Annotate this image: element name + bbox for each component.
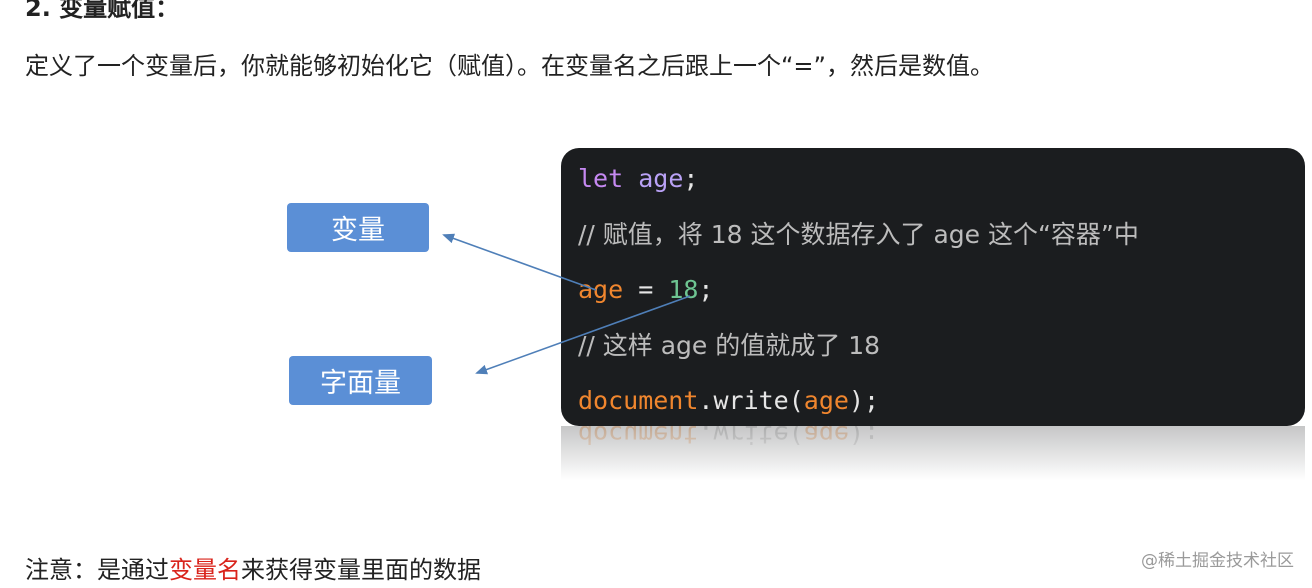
- code-line-2-comment: // 赋值，将 18 这个数据存入了 age 这个“容器”中: [578, 220, 1139, 249]
- assign-variable-age: age: [578, 275, 624, 304]
- reflection-fade: [561, 426, 1305, 504]
- note-prefix: 注意：是通过: [25, 556, 169, 584]
- document-object: document: [578, 386, 699, 415]
- close-paren: );: [848, 386, 880, 415]
- variable-age: age: [638, 164, 684, 193]
- literal-18: 18: [668, 275, 699, 304]
- reflection-line: document.write(age);: [578, 426, 879, 452]
- note-highlight: 变量名: [169, 556, 241, 584]
- section-heading: 2. 变量赋值：: [25, 0, 180, 22]
- reflect-method: .write(: [698, 426, 804, 449]
- semicolon: ;: [683, 164, 699, 193]
- assign-operator: =: [623, 275, 669, 304]
- code-line-3: age = 18;: [578, 272, 713, 308]
- label-literal: 字面量: [289, 356, 432, 405]
- write-method: .write(: [698, 386, 804, 415]
- watermark: @稀土掘金技术社区: [1141, 551, 1294, 571]
- note-suffix: 来获得变量里面的数据: [241, 556, 481, 584]
- write-arg-age: age: [803, 386, 849, 415]
- keyword-let: let: [578, 164, 624, 193]
- code-line-1: let age;: [578, 161, 698, 197]
- code-line-4-comment: // 这样 age 的值就成了 18: [578, 331, 881, 360]
- code-reflection: document.write(age);: [561, 426, 1305, 504]
- reflect-arg: age: [803, 426, 849, 449]
- note-text: 注意：是通过变量名来获得变量里面的数据: [25, 552, 481, 588]
- label-variable: 变量: [287, 203, 429, 252]
- code-line-5: document.write(age);: [578, 383, 879, 419]
- reflect-end: );: [848, 426, 880, 449]
- code-block: let age; // 赋值，将 18 这个数据存入了 age 这个“容器”中 …: [561, 148, 1305, 426]
- semicolon: ;: [698, 275, 714, 304]
- intro-paragraph: 定义了一个变量后，你就能够初始化它（赋值）。在变量名之后跟上一个“=”，然后是数…: [25, 52, 994, 80]
- reflect-document: document: [578, 426, 699, 449]
